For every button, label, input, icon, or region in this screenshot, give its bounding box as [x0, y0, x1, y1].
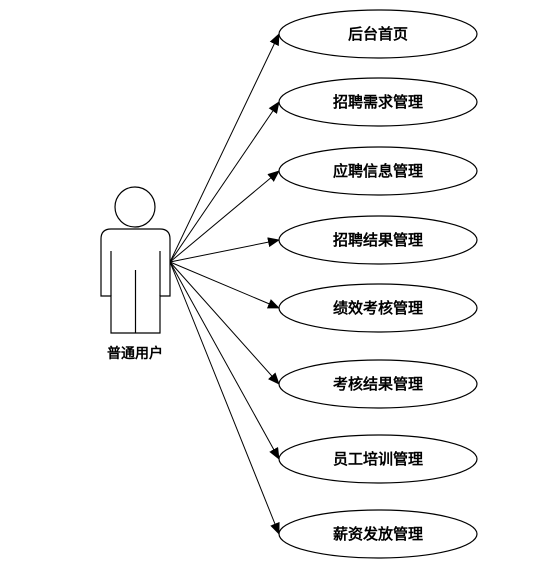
actor-head — [114, 186, 156, 228]
association-arrow-uc7 — [169, 261, 280, 460]
actor-label: 普通用户 — [107, 345, 163, 362]
use-case-label: 后台首页 — [348, 25, 408, 43]
use-case-uc4: 招聘结果管理 — [278, 215, 478, 265]
use-case-label: 考核结果管理 — [333, 375, 423, 393]
association-arrow-uc5 — [169, 261, 280, 309]
association-arrow-uc6 — [169, 261, 280, 385]
use-case-ellipse — [278, 215, 478, 265]
use-case-uc2: 招聘需求管理 — [278, 77, 478, 127]
actor-body — [100, 228, 171, 334]
association-arrow-uc1 — [169, 33, 280, 263]
use-case-label: 绩效考核管理 — [333, 299, 423, 317]
use-case-ellipse — [278, 359, 478, 409]
use-case-uc6: 考核结果管理 — [278, 359, 478, 409]
use-case-uc8: 薪资发放管理 — [278, 509, 478, 559]
use-case-ellipse — [278, 509, 478, 559]
use-case-uc1: 后台首页 — [278, 9, 478, 59]
use-case-label: 招聘结果管理 — [333, 231, 423, 249]
use-case-uc5: 绩效考核管理 — [278, 283, 478, 333]
use-case-label: 应聘信息管理 — [333, 162, 423, 180]
association-arrows — [169, 33, 280, 535]
association-arrow-uc8 — [169, 261, 280, 535]
use-case-ellipse — [278, 283, 478, 333]
use-case-label: 薪资发放管理 — [333, 525, 423, 543]
use-case-ellipse — [278, 146, 478, 196]
use-case-label: 招聘需求管理 — [333, 93, 423, 111]
association-arrow-uc4 — [169, 237, 280, 263]
use-case-ellipse — [278, 434, 478, 484]
association-arrow-uc2 — [169, 101, 280, 263]
use-case-ellipse — [278, 9, 478, 59]
use-case-ellipse — [278, 77, 478, 127]
use-case-uc7: 员工培训管理 — [278, 434, 478, 484]
actor-figure: 普通用户 — [100, 186, 171, 362]
use-case-label: 员工培训管理 — [333, 450, 423, 468]
use-case-group: 后台首页招聘需求管理应聘信息管理招聘结果管理绩效考核管理考核结果管理员工培训管理… — [278, 9, 478, 559]
use-case-uc3: 应聘信息管理 — [278, 146, 478, 196]
association-arrow-uc3 — [169, 170, 280, 263]
